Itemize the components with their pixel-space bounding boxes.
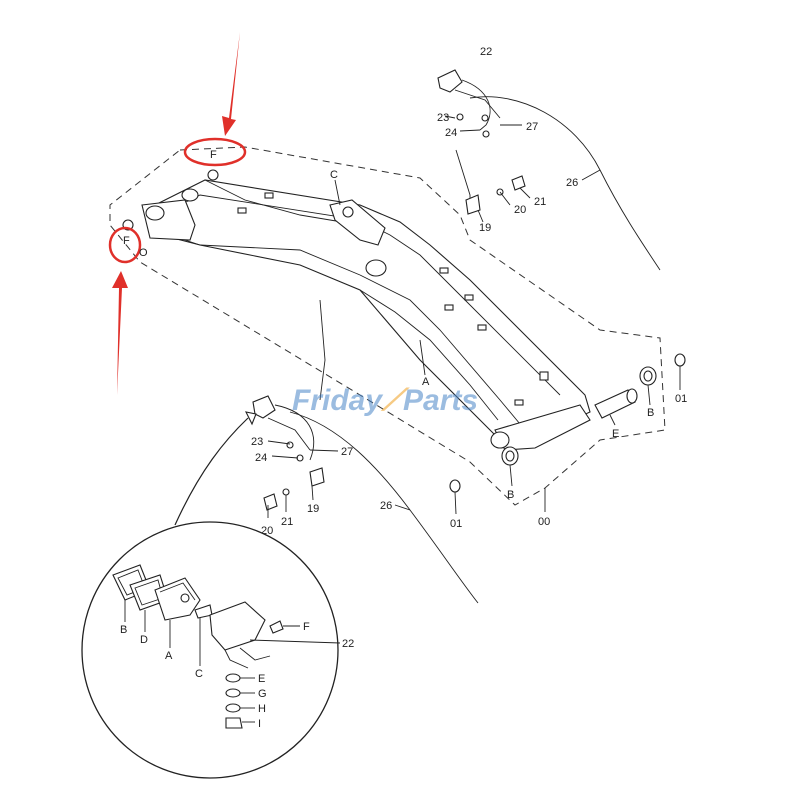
label-F-left: F [123,235,130,247]
label-A-boom: A [422,376,430,388]
label-bottom-00: 00 [538,516,550,528]
highlight-marks [108,32,247,395]
label-E-pin: E [612,428,619,440]
label-low-21: 21 [281,516,293,528]
leader-lines [267,115,681,518]
red-arrow-up [112,271,128,395]
label-top-21: 21 [534,196,546,208]
label-top-23: 23 [437,112,449,124]
label-bottom-01: 01 [450,518,462,530]
pin-assembly-right [449,353,686,493]
detail-label-22: 22 [342,638,354,650]
label-top-22: 22 [480,46,492,58]
detail-label-D: D [140,634,148,646]
red-arrow-down [222,32,240,136]
label-right-B: B [647,407,654,419]
label-top-26: 26 [566,177,578,189]
boom-arm [122,169,591,451]
detail-label-G: G [258,688,267,700]
label-top-27: 27 [526,121,538,133]
highlight-circle-left [108,226,142,264]
detail-label-B: B [120,624,127,636]
detail-circle: B D A C F 22 E G H I [81,521,354,779]
label-low-23: 23 [251,436,263,448]
detail-label-A: A [165,650,173,662]
watermark-logo: Friday⟋Parts [292,384,478,417]
detail-label-C: C [195,668,203,680]
label-top-20: 20 [514,204,526,216]
label-F-top: F [210,149,217,161]
upper-work-light [437,69,661,271]
label-bottom-B: B [507,489,514,501]
label-right-01: 01 [675,393,687,405]
label-low-19: 19 [307,503,319,515]
label-low-24: 24 [255,452,267,464]
label-top-19: 19 [479,222,491,234]
label-low-27: 27 [341,446,353,458]
highlight-circle-top [183,137,247,167]
detail-label-I: I [258,718,261,730]
label-C: C [330,169,338,181]
part-labels: 22 23 24 27 26 20 21 19 C F F O A B 01 E… [123,46,687,537]
detail-label-H: H [258,703,266,715]
detail-label-F: F [303,621,310,633]
lower-work-light [174,299,479,604]
detail-label-E: E [258,673,265,685]
label-top-24: 24 [445,127,457,139]
assembly-outline [109,146,666,506]
label-O: O [139,247,148,259]
label-low-26: 26 [380,500,392,512]
